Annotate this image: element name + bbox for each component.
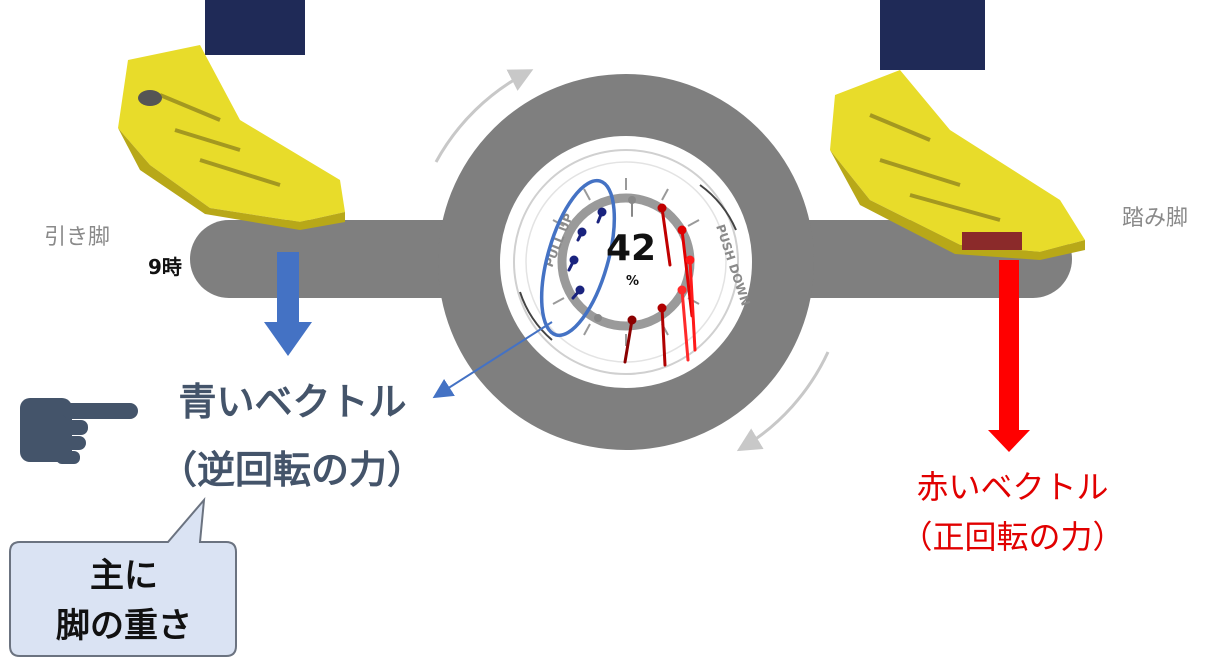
gauge-face [501,137,751,387]
red-force-vectors [623,196,697,367]
highlight-pointer-line [432,321,553,399]
blue-vector-title: 青いベクトル [178,380,407,424]
right-shoe-icon [830,0,1085,260]
blue-vector-subtitle: （逆回転の力） [158,448,425,492]
chainring-ring [438,74,814,450]
gauge-unit: % [626,274,640,289]
red-vector-subtitle: （正回転の力） [900,518,1125,556]
callout-line-2: 脚の重さ [56,606,192,646]
left-shoe-icon [118,0,345,230]
pointing-hand-icon [20,398,138,464]
callout-line-1: 主に [90,556,158,596]
red-vector-title: 赤いベクトル [916,468,1109,506]
left-crank-arm [190,220,490,298]
rotation-arrow-bottom [736,351,830,452]
blue-force-arrow [264,252,312,356]
blue-force-vectors [567,207,607,322]
gauge-value: 42 [606,228,657,269]
push-leg-label: 踏み脚 [1122,206,1189,231]
rotation-arrow-top [434,69,534,163]
callout-bubble [9,496,237,657]
red-force-arrow [988,260,1030,452]
pull-leg-label: 引き脚 [44,225,111,250]
nine-oclock-label: 9時 [148,255,182,279]
blue-vector-highlight-ellipse [539,178,617,338]
